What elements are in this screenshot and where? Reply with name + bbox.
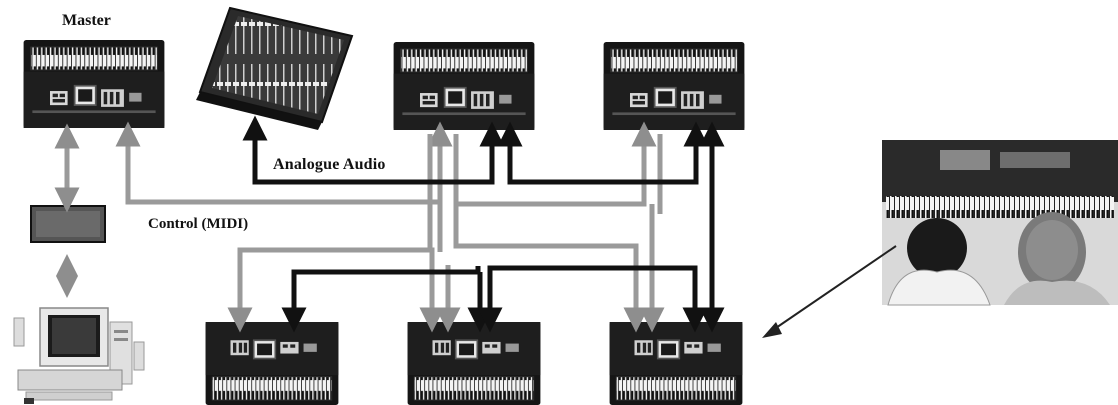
midi-interface-icon — [31, 206, 105, 242]
master-label: Master — [62, 12, 111, 30]
master-keyboard — [24, 40, 165, 128]
keyboard-bottom-1 — [206, 322, 339, 405]
mixing-console-icon — [196, 8, 352, 130]
keyboard-top-2 — [394, 42, 535, 130]
photo-pointer-arrow — [762, 246, 896, 338]
control-midi-label: Control (MIDI) — [148, 216, 248, 233]
students-at-keyboards-photo — [882, 140, 1118, 305]
keyboard-bottom-3 — [610, 322, 743, 405]
keyboard-top-3 — [604, 42, 745, 130]
analogue-audio-label: Analogue Audio — [273, 156, 386, 174]
desktop-computer-icon — [14, 308, 144, 404]
keyboard-bottom-2 — [408, 322, 541, 405]
